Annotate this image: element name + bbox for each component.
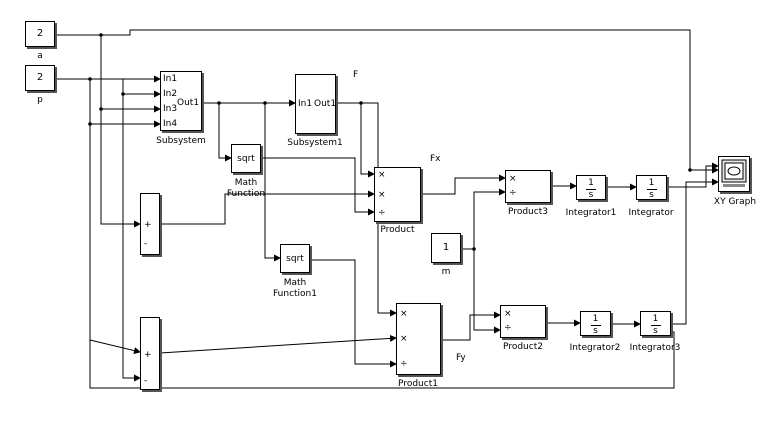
wire-a-to-xy-graph bbox=[101, 29, 719, 174]
xy-graph-label: XY Graph bbox=[713, 197, 757, 207]
product2-sign-1: × bbox=[504, 309, 512, 319]
integrator2-transfer: 1 s bbox=[581, 315, 610, 336]
constant-m-label: m bbox=[441, 267, 451, 277]
sum-plus-sign: + bbox=[144, 220, 152, 230]
subsystem-in3-port: In3 bbox=[163, 104, 178, 114]
integrator-label: Integrator bbox=[628, 208, 674, 218]
integrator2-label: Integrator2 bbox=[569, 343, 621, 353]
product2-label: Product2 bbox=[503, 342, 543, 352]
wire-subsystem-out-to-sqrt bbox=[218, 103, 232, 162]
constant-a-value: 2 bbox=[36, 28, 44, 39]
integrator1-denominator: s bbox=[588, 190, 594, 200]
wire-sqrt-to-product-div bbox=[261, 157, 375, 216]
integrator-denominator: s bbox=[649, 190, 654, 200]
subsystem1-block[interactable]: In1 Out1 bbox=[295, 74, 336, 134]
product2-sign-2: ÷ bbox=[504, 323, 512, 333]
constant-a-block[interactable]: 2 bbox=[25, 21, 55, 47]
wire-in2-loop bbox=[122, 79, 161, 98]
math-function-label: Math Function bbox=[226, 178, 266, 199]
integrator-block[interactable]: 1 s bbox=[636, 175, 667, 200]
integrator2-block[interactable]: 1 s bbox=[580, 311, 611, 336]
math-function1-op: sqrt bbox=[286, 254, 304, 264]
wire-p-to-sum1-plus bbox=[122, 94, 141, 382]
subsystem-label: Subsystem bbox=[156, 136, 206, 146]
product-label: Product bbox=[380, 225, 415, 235]
product1-label: Product1 bbox=[398, 379, 438, 389]
integrator1-label: Integrator1 bbox=[565, 208, 617, 218]
integrator2-numerator: 1 bbox=[592, 314, 599, 324]
wire-product-to-product3 bbox=[421, 174, 506, 195]
wire-integrator3-to-xy-graph bbox=[671, 178, 719, 325]
constant-m-value: 1 bbox=[442, 242, 450, 253]
product-sign-3: ÷ bbox=[378, 208, 386, 218]
sum1-block[interactable]: + - bbox=[140, 317, 160, 390]
wire-sum1-to-product1 bbox=[159, 334, 397, 354]
product1-sign-2: × bbox=[400, 334, 408, 344]
integrator3-block[interactable]: 1 s bbox=[640, 311, 671, 336]
product1-sign-3: ÷ bbox=[400, 359, 408, 369]
wire-m-to-product3 bbox=[461, 188, 506, 250]
wire-integrator-to-xy-graph bbox=[667, 162, 719, 188]
product-block[interactable]: × × ÷ bbox=[374, 167, 421, 222]
integrator3-denominator: s bbox=[653, 326, 658, 336]
product2-block[interactable]: × ÷ bbox=[500, 305, 546, 338]
subsystem-in2-port: In2 bbox=[163, 89, 178, 99]
product3-block[interactable]: × ÷ bbox=[505, 170, 551, 203]
product1-sign-1: × bbox=[400, 309, 408, 319]
constant-m-block[interactable]: 1 bbox=[431, 233, 461, 263]
subsystem-in4-port: In4 bbox=[163, 119, 178, 129]
subsystem1-label: Subsystem1 bbox=[287, 138, 343, 148]
wire-subsystem-out-to-sqrt1 bbox=[264, 103, 281, 262]
signal-f-label: F bbox=[353, 70, 359, 80]
integrator-transfer: 1 s bbox=[637, 179, 666, 200]
subsystem-in1-port: In1 bbox=[163, 74, 178, 84]
constant-p-value: 2 bbox=[36, 72, 44, 83]
integrator-numerator: 1 bbox=[648, 178, 655, 188]
integrator1-transfer: 1 s bbox=[577, 179, 605, 200]
math-function1-label: Math Function1 bbox=[272, 278, 317, 299]
constant-p-label: p bbox=[37, 95, 43, 105]
subsystem1-in1-port: In1 bbox=[298, 99, 313, 109]
product1-block[interactable]: × × ÷ bbox=[396, 303, 441, 375]
scope-icon bbox=[721, 159, 747, 187]
sum-block[interactable]: + - bbox=[140, 193, 160, 255]
signal-fy-label: Fy bbox=[456, 353, 466, 363]
integrator1-block[interactable]: 1 s bbox=[576, 175, 606, 200]
integrator3-transfer: 1 s bbox=[641, 315, 670, 336]
integrator3-numerator: 1 bbox=[652, 314, 659, 324]
integrator3-label: Integrator3 bbox=[629, 343, 681, 353]
subsystem-block[interactable]: In1 In2 In3 In4 Out1 bbox=[160, 71, 202, 131]
wire-product1-to-product2 bbox=[441, 311, 501, 341]
integrator2-denominator: s bbox=[593, 326, 598, 336]
product3-label: Product3 bbox=[508, 207, 548, 217]
sum-minus-sign: - bbox=[144, 239, 148, 249]
subsystem-out1-port: Out1 bbox=[177, 98, 200, 108]
math-function-block[interactable]: sqrt bbox=[231, 144, 261, 173]
wire-sum-to-product bbox=[160, 190, 375, 225]
integrator1-numerator: 1 bbox=[588, 178, 594, 188]
subsystem1-out1-port: Out1 bbox=[314, 99, 337, 109]
constant-p-block[interactable]: 2 bbox=[25, 65, 55, 91]
wire-m-to-product2 bbox=[473, 249, 501, 334]
wire-p-to-sum1-minus bbox=[89, 124, 675, 389]
math-function1-block[interactable]: sqrt bbox=[280, 244, 310, 273]
product-sign-2: × bbox=[378, 190, 386, 200]
wire-sqrt1-to-product1-div bbox=[310, 259, 397, 368]
wire-a-to-subsystem-in3 bbox=[56, 34, 161, 113]
constant-a-label: a bbox=[37, 51, 43, 61]
xy-graph-block[interactable] bbox=[718, 156, 750, 192]
sum1-plus-sign: + bbox=[144, 350, 152, 360]
sum1-minus-sign: - bbox=[144, 376, 148, 386]
signal-fx-label: Fx bbox=[430, 154, 441, 164]
wire-a-to-sum-minus bbox=[100, 109, 141, 228]
math-function-op: sqrt bbox=[237, 154, 255, 164]
wire-ext-to-sum1-plus bbox=[89, 339, 141, 355]
product-sign-1: × bbox=[378, 170, 386, 180]
product3-sign-2: ÷ bbox=[509, 188, 517, 198]
product3-sign-1: × bbox=[509, 174, 517, 184]
